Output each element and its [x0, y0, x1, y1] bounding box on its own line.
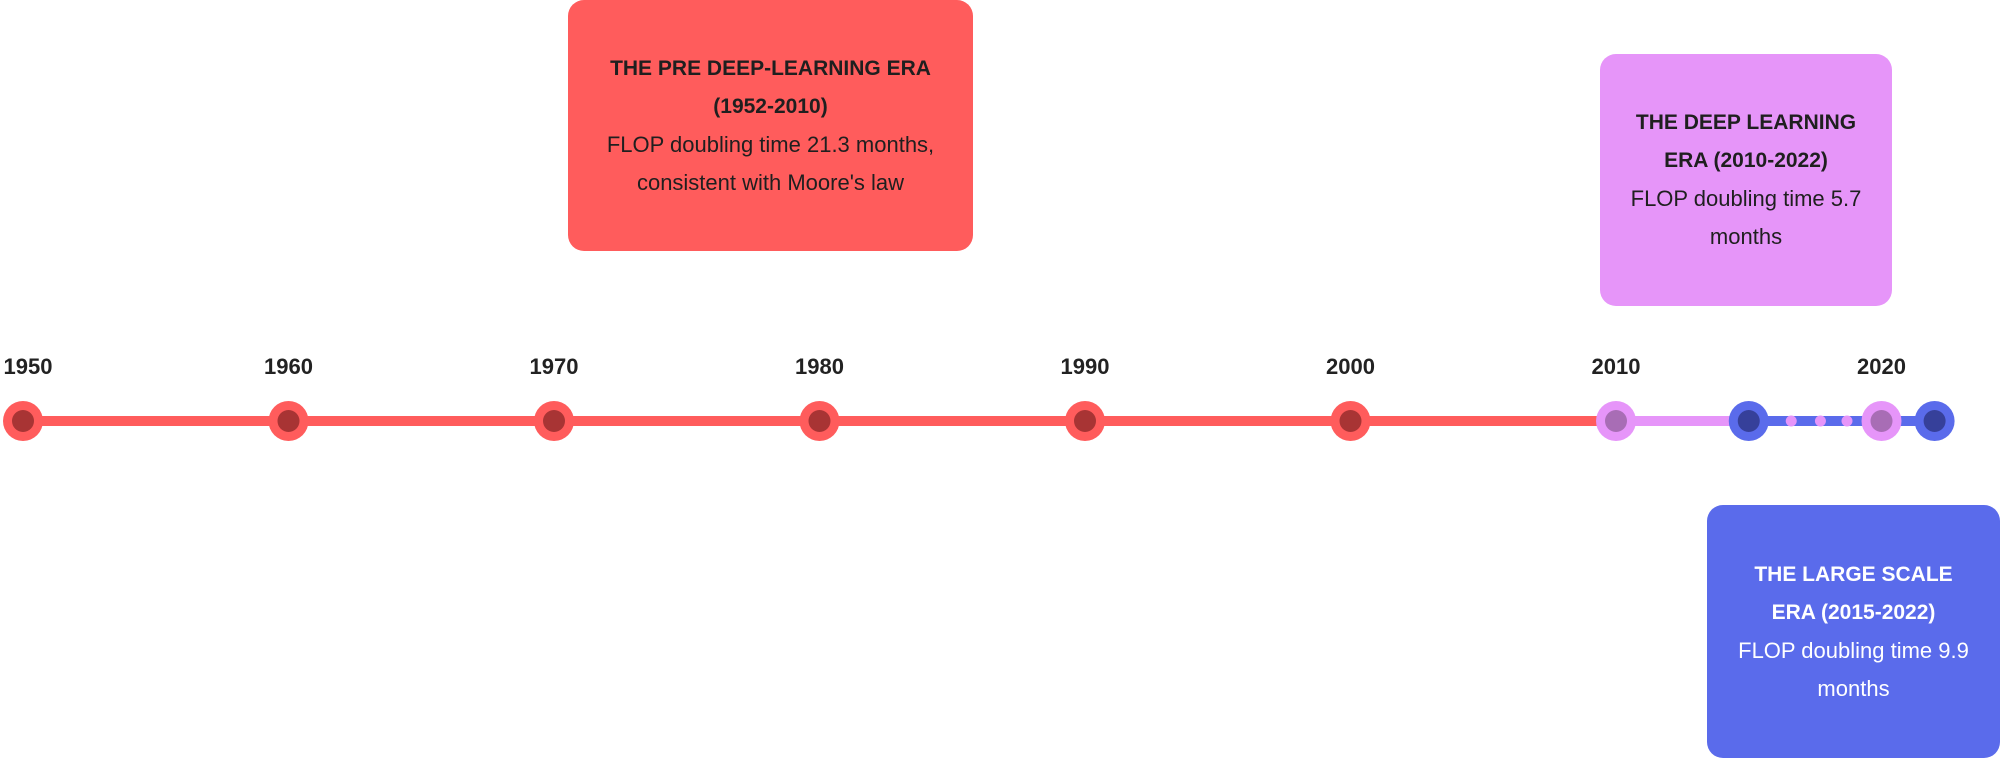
era-title: THE PRE DEEP-LEARNING ERA (1952-2010) — [610, 56, 931, 118]
timeline-minor-dot — [1785, 415, 1797, 427]
timeline-dot-center — [277, 410, 300, 432]
era-description: FLOP doubling time 5.7 months — [1630, 186, 1862, 249]
timeline-minor-dot — [1814, 415, 1826, 427]
era-description: FLOP doubling time 9.9 months — [1738, 637, 1969, 701]
year-label: 1980 — [795, 354, 844, 379]
timeline-dot-center — [12, 410, 34, 432]
timeline-dot-center — [1923, 410, 1946, 432]
era-description: FLOP doubling time 21.3 months, consiste… — [606, 131, 935, 195]
timeline-dot-center — [1339, 410, 1362, 432]
pre-deep-learning-era-card: THE PRE DEEP-LEARNING ERA (1952-2010) FL… — [568, 0, 973, 251]
timeline-dot-center — [1074, 410, 1096, 432]
year-label: 2020 — [1857, 354, 1906, 379]
year-label: 2010 — [1592, 354, 1641, 379]
era-title: THE DEEP LEARNING ERA (2010-2022) — [1635, 111, 1857, 172]
year-label: 1970 — [530, 354, 579, 379]
year-label: 1950 — [4, 354, 53, 379]
timeline-dot-center — [543, 410, 565, 432]
era-title: THE LARGE SCALE ERA (2015-2022) — [1754, 562, 1953, 624]
year-label: 2000 — [1326, 354, 1375, 379]
timeline-dot-center — [1737, 410, 1760, 432]
year-label: 1960 — [264, 354, 313, 379]
timeline-dot-center — [1605, 410, 1627, 432]
timeline-dot-center — [808, 410, 831, 432]
large-scale-era-card: THE LARGE SCALE ERA (2015-2022) FLOP dou… — [1707, 505, 2000, 758]
timeline-minor-dot — [1841, 415, 1853, 427]
deep-learning-era-card: THE DEEP LEARNING ERA (2010-2022) FLOP d… — [1600, 54, 1892, 306]
year-label: 1990 — [1061, 354, 1110, 379]
timeline-dot-center — [1870, 410, 1893, 432]
